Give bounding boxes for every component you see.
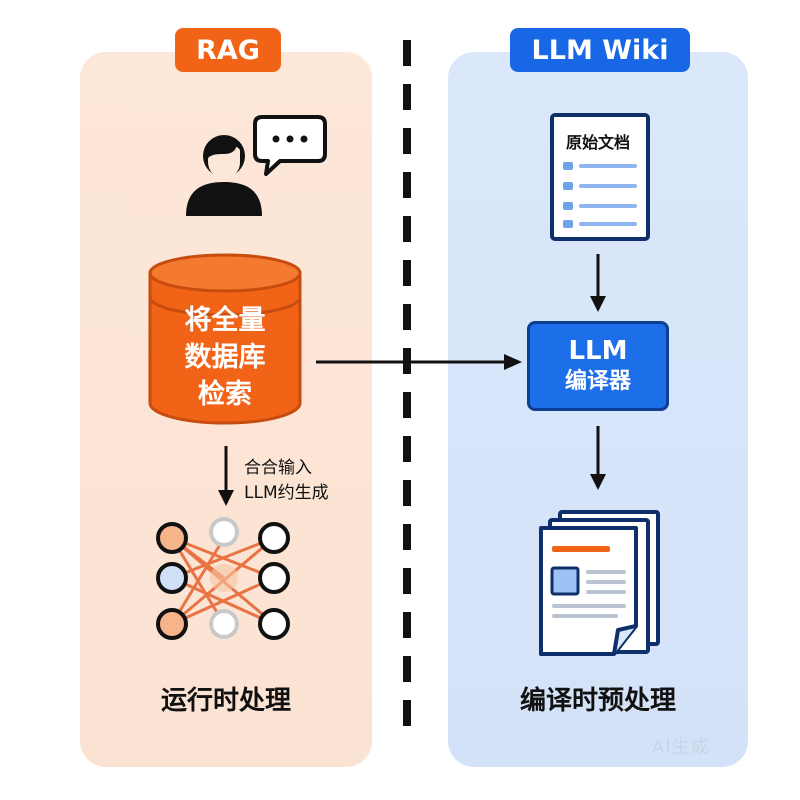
down-arrow-icon — [590, 254, 606, 312]
neural-network-icon — [156, 517, 290, 640]
llm-compiler-box: LLM 编译器 — [527, 321, 669, 411]
watermark: AI生成 — [652, 737, 710, 758]
database-label: 将全量 数据库 检索 — [184, 305, 266, 410]
runtime-processing-label: 运行时处理 — [160, 686, 291, 716]
rag-tag: RAG — [175, 28, 281, 72]
down-arrow-icon — [218, 446, 234, 506]
arrow-note: 合合输入 LLM约生成 — [244, 458, 329, 503]
speech-bubble-icon — [253, 115, 327, 176]
down-arrow-icon — [590, 426, 606, 490]
database-icon — [148, 253, 302, 425]
document-icon — [550, 113, 650, 241]
right-arrow-icon — [316, 354, 522, 370]
dashed-divider — [403, 40, 411, 740]
user-icon — [186, 135, 262, 216]
compile-preprocessing-label: 编译时预处理 — [519, 686, 676, 716]
document-title: 原始文档 — [566, 133, 631, 152]
document-stack-icon — [539, 510, 660, 656]
llm-wiki-tag: LLM Wiki — [510, 28, 690, 72]
